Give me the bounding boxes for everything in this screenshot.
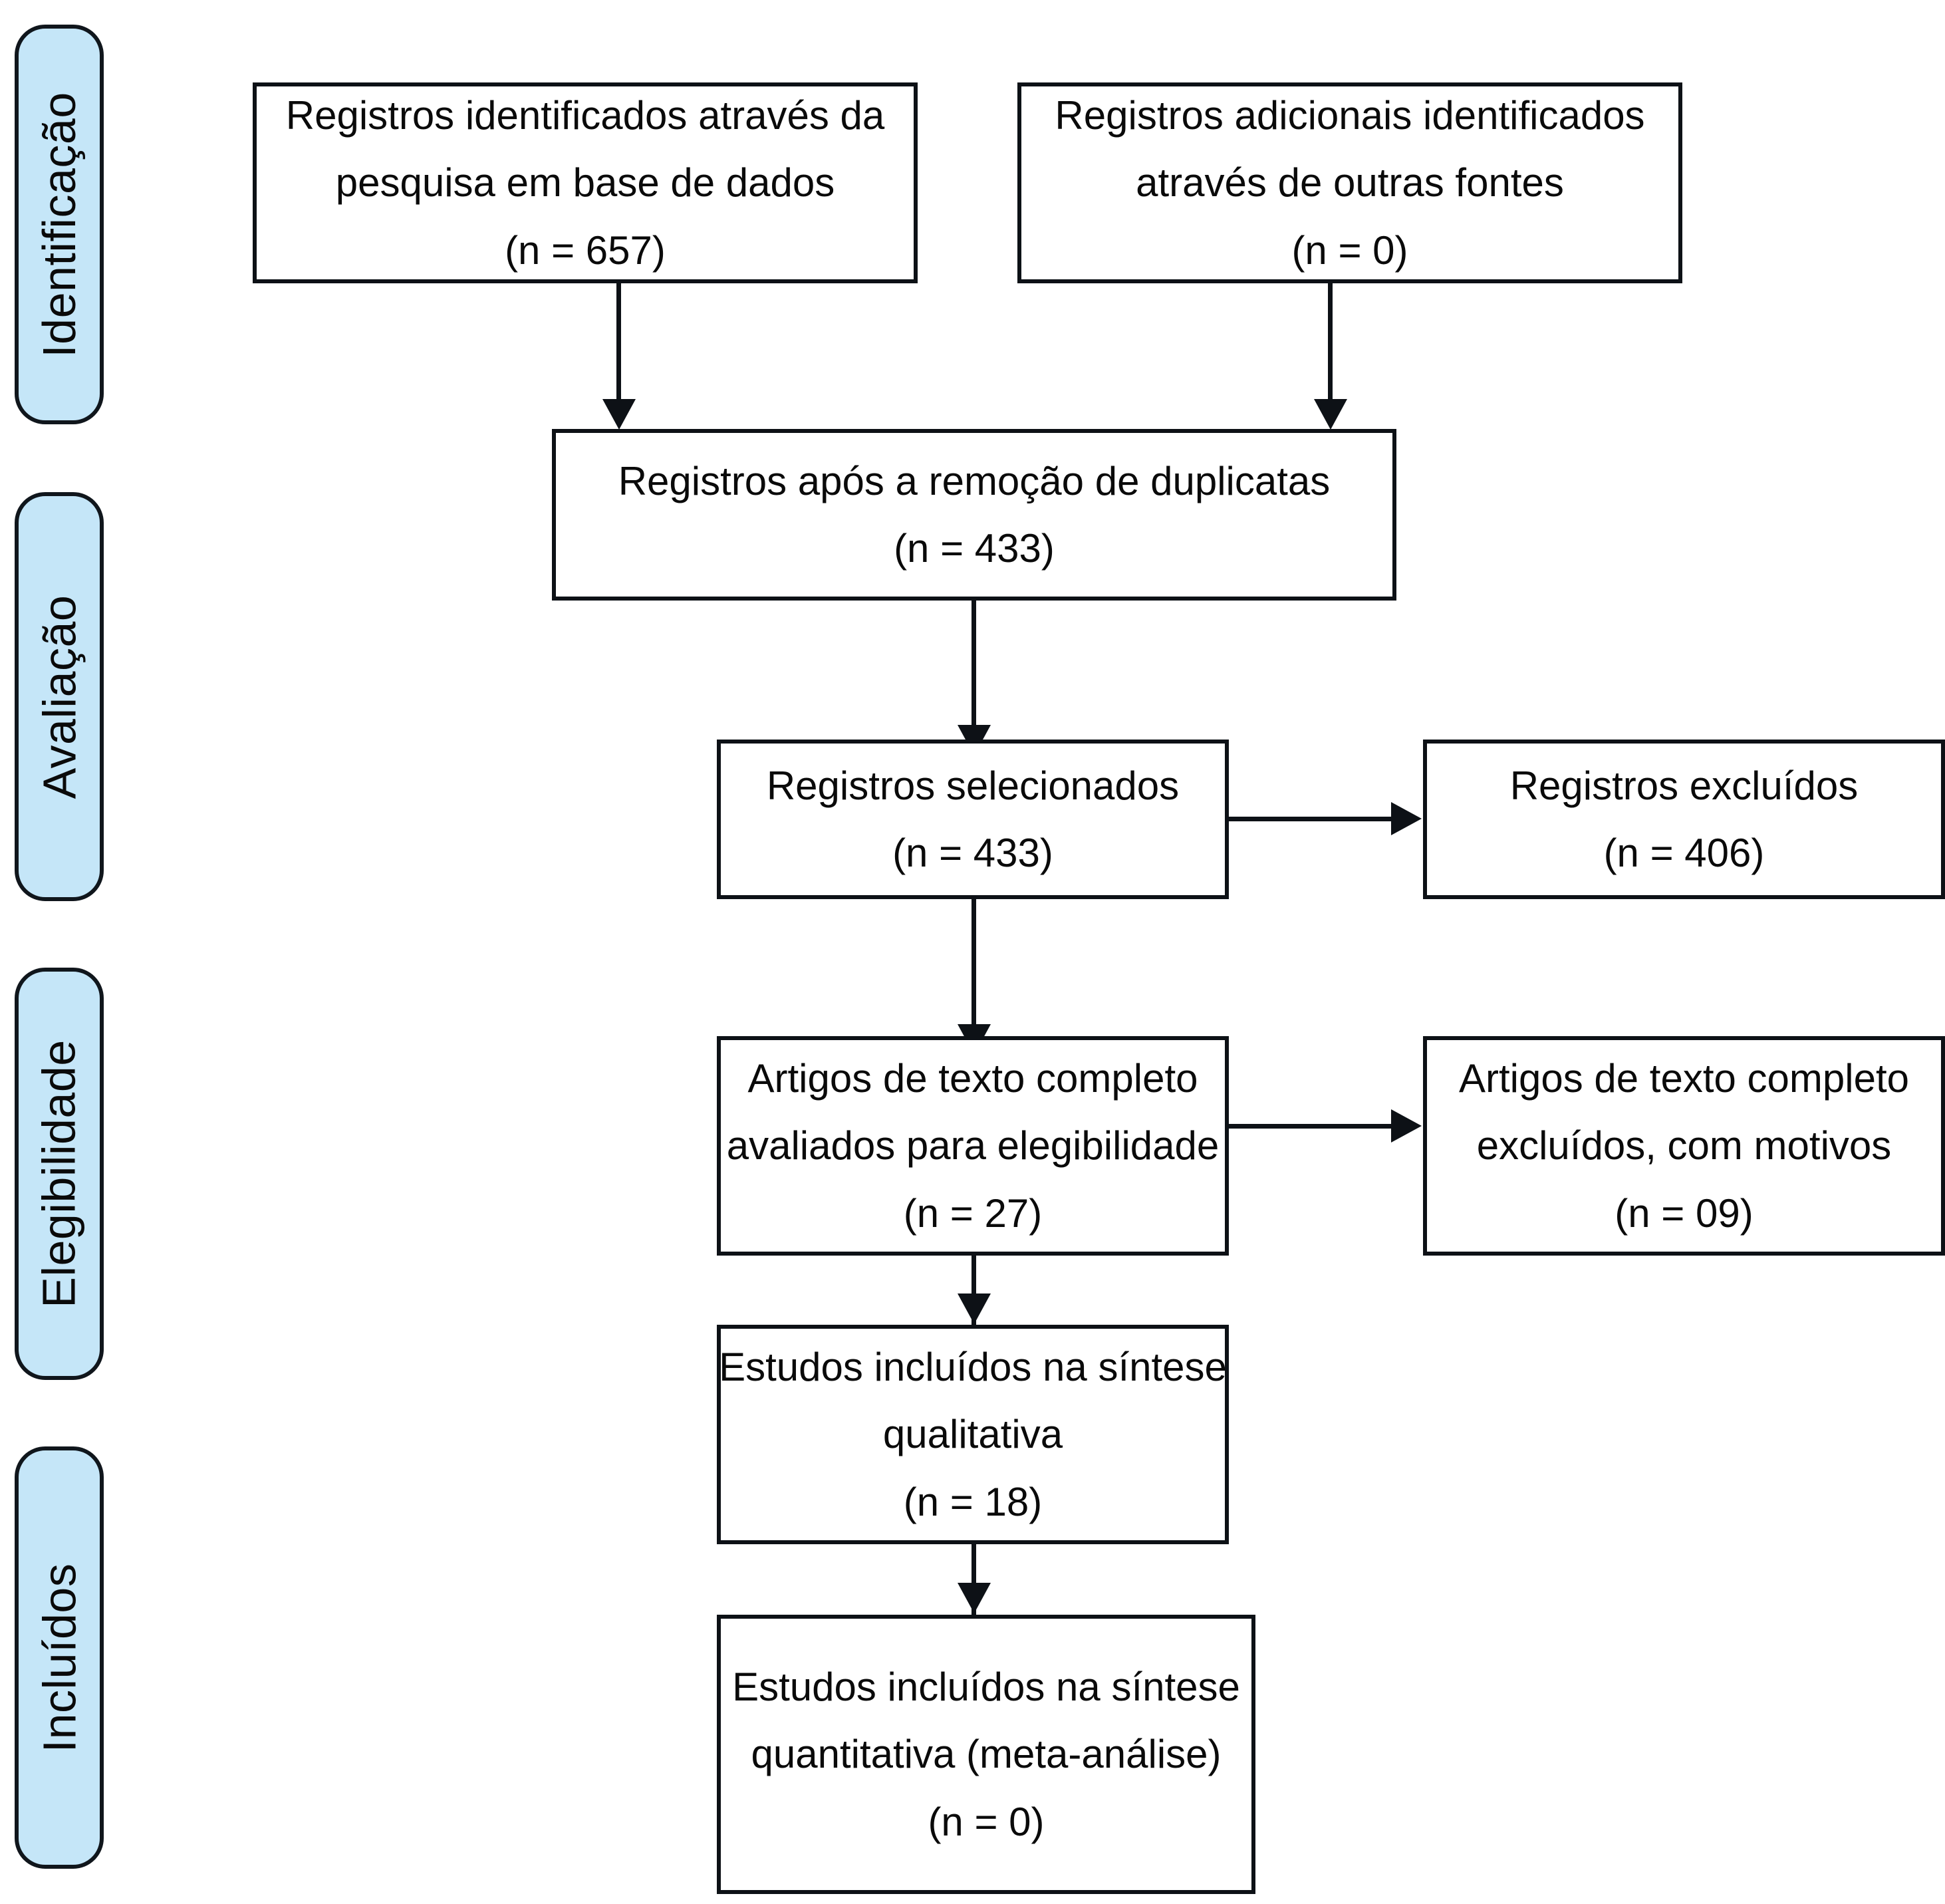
- connector-fulltext-to-excluded: [1229, 1124, 1395, 1129]
- stage-label-identificacao: Identificação: [33, 91, 86, 358]
- box-line: Registros após a remoção de duplicatas: [618, 458, 1331, 503]
- arrowhead-screened-to-excluded: [1391, 802, 1422, 835]
- stage-label-elegibilidade: Elegibilidade: [33, 1039, 85, 1308]
- arrowhead-db-to-duplicates: [602, 399, 636, 430]
- connector-qualitative-to-quantitative: [972, 1544, 976, 1617]
- stage-pill-elegibilidade: Elegibilidade: [15, 968, 104, 1380]
- box-quantitative-synthesis: Estudos incluídos na síntese quantitativ…: [717, 1615, 1255, 1894]
- stage-label-incluidos: Incluídos: [33, 1563, 86, 1752]
- box-line: Registros excluídos: [1509, 763, 1859, 808]
- connector-duplicates-to-screened: [972, 601, 976, 734]
- arrowhead-fulltext-to-qualitative: [958, 1293, 991, 1324]
- box-line: Estudos incluídos na síntese: [719, 1345, 1227, 1390]
- box-fulltext-excluded: Artigos de texto completo excluídos, com…: [1423, 1036, 1945, 1256]
- box-count: (n = 0): [1291, 227, 1408, 273]
- box-line: através de outras fontes: [1136, 160, 1564, 205]
- box-line: Artigos de texto completo: [747, 1056, 1198, 1101]
- box-records-excluded: Registros excluídos (n = 406): [1423, 740, 1945, 899]
- box-count: (n = 09): [1615, 1190, 1753, 1236]
- arrowhead-fulltext-to-excluded: [1391, 1109, 1422, 1143]
- box-records-identified-other-sources: Registros adicionais identificados atrav…: [1017, 82, 1682, 283]
- connector-fulltext-to-qualitative: [972, 1256, 976, 1329]
- box-count: (n = 27): [903, 1190, 1043, 1236]
- box-line: qualitativa: [882, 1412, 1063, 1457]
- box-count: (n = 433): [892, 831, 1053, 875]
- stage-pill-avaliacao: Avaliação: [15, 492, 104, 901]
- arrowhead-other-to-duplicates: [1314, 399, 1347, 430]
- box-line: Registros adicionais identificados: [1055, 93, 1645, 138]
- stage-label-avaliacao: Avaliação: [33, 595, 86, 799]
- arrowhead-qualitative-to-quantitative: [958, 1583, 991, 1613]
- box-line: quantitativa (meta-análise): [751, 1732, 1222, 1777]
- box-line: excluídos, com motivos: [1476, 1123, 1892, 1168]
- stage-pill-identificacao: Identificação: [15, 25, 104, 424]
- box-line: Estudos incluídos na síntese: [732, 1665, 1240, 1710]
- box-records-identified-database: Registros identificados através da pesqu…: [253, 82, 918, 283]
- box-records-after-duplicates: Registros após a remoção de duplicatas (…: [552, 429, 1396, 601]
- connector-screened-to-fulltext: [972, 899, 976, 1032]
- box-line: Registros identificados através da: [285, 93, 885, 138]
- box-count: (n = 0): [928, 1799, 1045, 1844]
- box-line: avaliados para elegibilidade: [726, 1123, 1220, 1168]
- box-count: (n = 18): [903, 1479, 1043, 1524]
- stage-pill-incluidos: Incluídos: [15, 1446, 104, 1869]
- box-line: Registros selecionados: [766, 763, 1180, 808]
- connector-screened-to-excluded: [1229, 817, 1395, 821]
- connector-other-to-duplicates: [1328, 283, 1333, 406]
- box-count: (n = 406): [1603, 831, 1765, 875]
- box-records-screened: Registros selecionados (n = 433): [717, 740, 1229, 899]
- connector-db-to-duplicates: [616, 283, 621, 406]
- box-fulltext-assessed: Artigos de texto completo avaliados para…: [717, 1036, 1229, 1256]
- box-line: Artigos de texto completo: [1458, 1056, 1910, 1101]
- box-qualitative-synthesis: Estudos incluídos na síntese qualitativa…: [717, 1325, 1229, 1544]
- box-count: (n = 657): [505, 227, 666, 273]
- box-line: pesquisa em base de dados: [335, 160, 835, 205]
- box-count: (n = 433): [894, 526, 1055, 571]
